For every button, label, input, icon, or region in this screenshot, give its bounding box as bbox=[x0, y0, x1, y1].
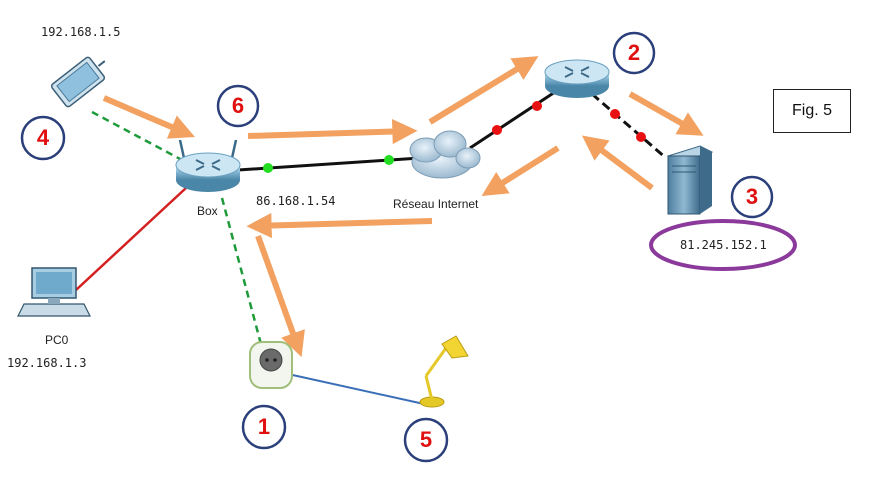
marker-2-circle bbox=[612, 31, 656, 75]
flow-arrow-internet-to-router bbox=[428, 56, 539, 125]
box-label: Box bbox=[197, 204, 218, 218]
internet-router-icon bbox=[544, 59, 610, 98]
flow-arrow-router-to-server bbox=[628, 91, 704, 136]
flow-arrow-box-to-internet bbox=[247, 118, 418, 145]
lamp-icon bbox=[419, 335, 469, 408]
link-dot bbox=[636, 132, 646, 142]
pc-ip-label: 192.168.1.3 bbox=[7, 356, 87, 370]
flow-arrow-internet-to-box bbox=[246, 212, 433, 239]
smart-plug-icon bbox=[249, 341, 293, 389]
link-dot bbox=[492, 125, 502, 135]
marker-1: 1 bbox=[257, 414, 271, 439]
link-plug-lamp bbox=[287, 373, 425, 405]
tablet-icon bbox=[50, 56, 106, 108]
marker-4-circle bbox=[20, 115, 66, 161]
internet-label: Réseau Internet bbox=[393, 197, 479, 211]
marker-6-circle bbox=[216, 84, 260, 128]
wireless-link-box-plug bbox=[220, 197, 264, 349]
wan-link-internet-router bbox=[469, 88, 559, 150]
marker-4: 4 bbox=[36, 125, 50, 150]
server-ip-highlight bbox=[649, 219, 797, 271]
flow-arrow-box-to-plug bbox=[255, 234, 305, 358]
link-dot bbox=[384, 155, 394, 165]
link-dot bbox=[263, 163, 273, 173]
internet-cloud-icon bbox=[409, 130, 481, 179]
wan-link-router-server bbox=[591, 92, 667, 160]
marker-2: 2 bbox=[627, 40, 641, 65]
wireless-link-tablet-box bbox=[91, 110, 183, 162]
marker-3-circle bbox=[730, 175, 774, 219]
link-dot bbox=[532, 101, 542, 111]
marker-1-circle bbox=[241, 404, 287, 450]
server-ip-label: 81.245.152.1 bbox=[680, 238, 767, 252]
marker-5-circle bbox=[403, 417, 449, 463]
box-router-icon bbox=[175, 139, 241, 192]
pc-label: PC0 bbox=[45, 333, 69, 347]
ethernet-link-pc-box bbox=[75, 187, 187, 291]
marker-6: 6 bbox=[231, 93, 245, 118]
pc-icon bbox=[17, 267, 91, 317]
marker-5: 5 bbox=[419, 427, 433, 452]
flow-arrow-server-to-router bbox=[581, 135, 654, 191]
flow-arrow-router-to-internet bbox=[481, 145, 560, 197]
link-dot bbox=[610, 109, 620, 119]
tablet-ip-label: 192.168.1.5 bbox=[41, 25, 121, 39]
flow-arrow-tablet-to-box bbox=[102, 95, 195, 139]
marker-3: 3 bbox=[745, 184, 759, 209]
figure-label: Fig. 5 bbox=[773, 89, 851, 133]
box-wan-ip-label: 86.168.1.54 bbox=[256, 194, 336, 208]
server-icon bbox=[666, 145, 714, 215]
